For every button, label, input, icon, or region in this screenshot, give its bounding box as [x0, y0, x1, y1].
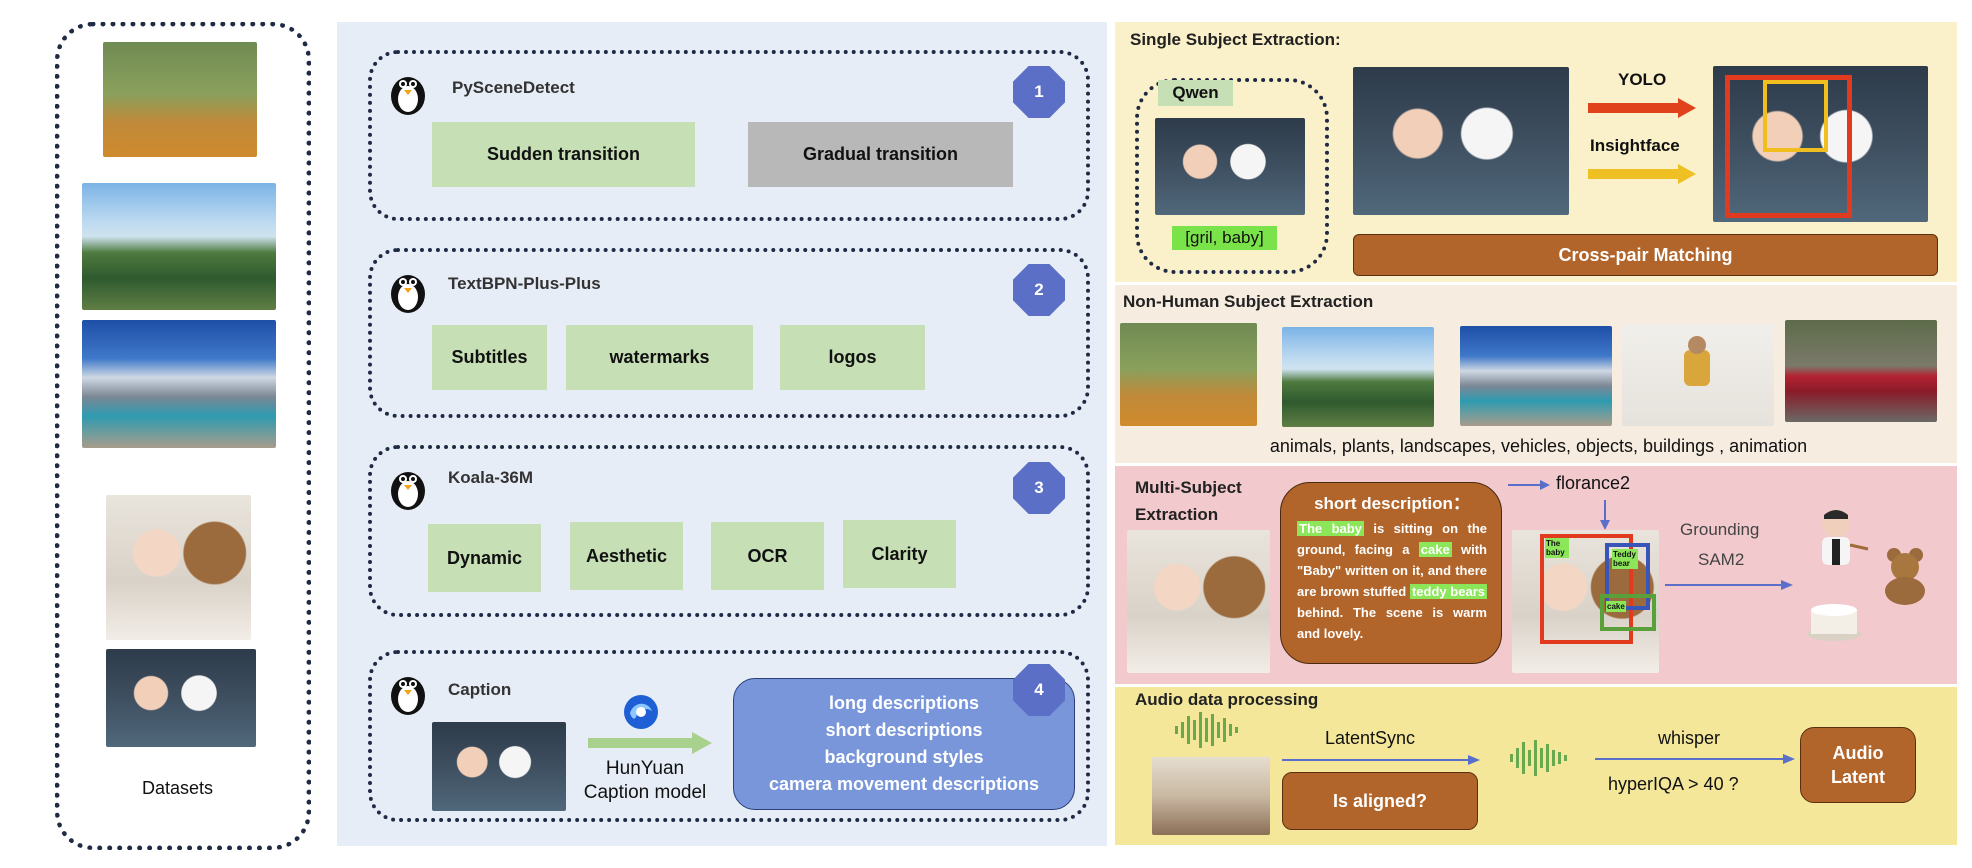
- stage-4-title: Caption: [448, 680, 512, 699]
- datasets-container: [55, 22, 311, 850]
- arrow-right-icon: [1595, 754, 1795, 764]
- description-part: with "Baby" written on it, and there are…: [1297, 542, 1487, 599]
- stage-2-box: [368, 248, 1090, 418]
- qwen-label: Qwen: [1158, 80, 1233, 106]
- multi-subject-title-line2: Extraction: [1135, 505, 1219, 524]
- detection-output-image: [1713, 66, 1928, 222]
- grounding-label: Grounding: [1680, 520, 1760, 539]
- highlight-cake: cake: [1418, 542, 1452, 557]
- dataset-image-dogs: [103, 42, 257, 157]
- segmented-cake-icon: [1807, 604, 1861, 641]
- is-aligned-button: Is aligned?: [1282, 772, 1478, 830]
- caption-input-image: [432, 722, 566, 811]
- arrow-down-icon: [1600, 500, 1610, 530]
- nonhuman-image-landscape: [1282, 327, 1434, 427]
- stage-3-number: 3: [1013, 462, 1065, 514]
- arrow-right-icon: [1508, 480, 1550, 490]
- cake-bounding-box: [1600, 594, 1656, 631]
- aesthetic-box: Aesthetic: [570, 522, 683, 590]
- box-label-cake: cake: [1606, 601, 1626, 612]
- yolo-bounding-box: [1725, 75, 1852, 218]
- stage-2-number: 2: [1013, 264, 1065, 316]
- audio-wave-icon: [1175, 712, 1238, 748]
- baby-bounding-box: [1540, 534, 1633, 644]
- audio-latent-label: Audio Latent: [1831, 743, 1885, 787]
- segmented-baby-icon: [1822, 509, 1869, 565]
- penguin-icon: [391, 275, 425, 313]
- florance2-label: florance2: [1556, 473, 1631, 493]
- penguin-icon: [391, 77, 425, 115]
- box-label-the-baby: The baby: [1545, 538, 1569, 558]
- penguin-icon: [391, 677, 425, 715]
- arrow-right-icon: [1665, 580, 1793, 590]
- audio-latent-button: Audio Latent: [1800, 727, 1916, 803]
- arrow-right-icon: [1282, 755, 1480, 765]
- highlight-teddy-bears: teddy bears: [1409, 584, 1487, 599]
- arrow-right-icon: [1588, 164, 1696, 184]
- nonhuman-image-car: [1785, 320, 1937, 422]
- nonhuman-image-backpack: [1622, 324, 1774, 426]
- segmented-bear-icon: [1885, 548, 1925, 605]
- nonhuman-image-house: [1460, 326, 1612, 426]
- stage-3-box: [368, 445, 1090, 617]
- audio-wave-icon: [1510, 740, 1567, 776]
- dataset-image-baby-cake: [106, 495, 251, 640]
- arrow-right-icon: [1588, 98, 1696, 118]
- datasets-label: Datasets: [141, 778, 214, 798]
- qwen-tags: [gril, baby]: [1172, 226, 1277, 250]
- box-label-teddy-bear: Teddy bear: [1612, 549, 1638, 569]
- insightface-label: Insightface: [1590, 136, 1680, 155]
- logos-box: logos: [780, 325, 925, 390]
- output-background-styles: background styles: [824, 747, 984, 767]
- gradual-transition-box: Gradual transition: [748, 122, 1013, 187]
- description-part: is sitting on the ground, facing a: [1297, 521, 1487, 557]
- whisper-label: whisper: [1658, 728, 1721, 748]
- short-description-box: short description： The baby is sitting o…: [1280, 482, 1502, 664]
- yolo-label: YOLO: [1618, 70, 1667, 89]
- audio-title: Audio data processing: [1135, 690, 1319, 709]
- non-human-title: Non-Human Subject Extraction: [1123, 292, 1374, 311]
- stage-3-title: Koala-36M: [448, 468, 534, 487]
- arrow-right-icon: [588, 732, 712, 754]
- subtitles-box: Subtitles: [432, 325, 547, 390]
- hunyuan-logo-icon: [624, 695, 658, 729]
- penguin-icon: [391, 472, 425, 510]
- multi-subject-title-line1: Multi-Subject: [1135, 478, 1242, 497]
- stage-1-box: [368, 50, 1090, 221]
- watermarks-box: watermarks: [566, 325, 753, 390]
- sam2-label: SAM2: [1698, 550, 1745, 569]
- sudden-transition-box: Sudden transition: [432, 122, 695, 187]
- dataset-image-house: [82, 320, 276, 448]
- stage-2-title: TextBPN-Plus-Plus: [448, 274, 601, 293]
- nonhuman-image-dogs: [1120, 323, 1257, 426]
- output-camera-movement: camera movement descriptions: [768, 774, 1040, 794]
- hyperiqa-label: hyperIQA > 40 ?: [1608, 774, 1739, 794]
- output-short-descriptions: short descriptions: [825, 720, 983, 740]
- dataset-image-baby-moon: [106, 649, 256, 747]
- highlight-the-baby: The baby: [1297, 521, 1364, 536]
- stage-1-title: PySceneDetect: [452, 78, 575, 97]
- ocr-box: OCR: [711, 522, 824, 590]
- qwen-input-image: [1155, 118, 1305, 215]
- detection-input-image: [1353, 67, 1569, 215]
- multi-subject-input-image: [1127, 530, 1270, 673]
- description-part: behind. The scene is warm and lovely.: [1297, 605, 1487, 641]
- stage-1-number: 1: [1013, 66, 1065, 118]
- short-description-text: The baby is sitting on the ground, facin…: [1297, 518, 1487, 644]
- dataset-image-landscape: [82, 183, 276, 310]
- clarity-box: Clarity: [843, 520, 956, 588]
- caption-model-label: HunYuan Caption model: [583, 758, 707, 803]
- non-human-caption: animals, plants, landscapes, vehicles, o…: [1269, 436, 1808, 456]
- stage-4-box: [368, 650, 1090, 822]
- output-long-descriptions: long descriptions: [828, 693, 979, 713]
- latentsync-label: LatentSync: [1325, 728, 1416, 748]
- face-bounding-box: [1763, 80, 1828, 152]
- cross-pair-matching-button: Cross-pair Matching: [1353, 234, 1938, 276]
- bear-bounding-box: [1605, 543, 1650, 610]
- audio-input-image: [1152, 757, 1270, 835]
- short-description-title: short description：: [1314, 494, 1470, 513]
- stage-4-number: 4: [1013, 664, 1065, 716]
- dynamic-box: Dynamic: [428, 524, 541, 592]
- single-subject-title: Single Subject Extraction:: [1130, 30, 1341, 49]
